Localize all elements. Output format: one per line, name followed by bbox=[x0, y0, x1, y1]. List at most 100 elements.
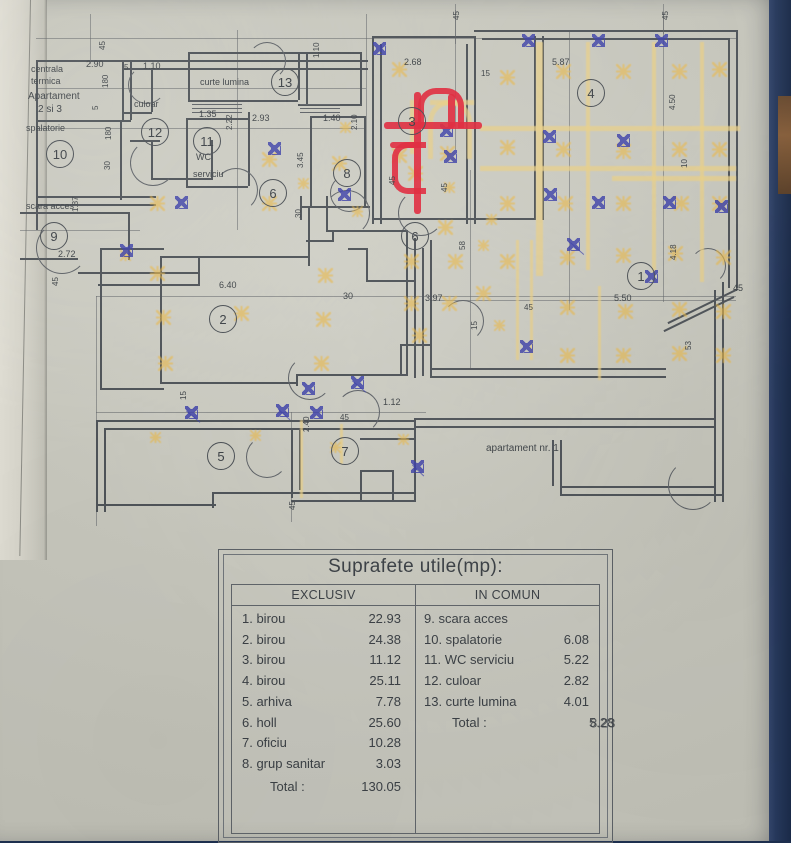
table-row: 4. birou 25.11 bbox=[232, 671, 415, 692]
dimension-line bbox=[455, 10, 456, 150]
room-bubble-8: 8 bbox=[333, 159, 361, 187]
row-name: 3. birou bbox=[242, 652, 286, 668]
dim-140: 1.40 bbox=[323, 113, 341, 123]
dim-210: 2.10 bbox=[350, 114, 359, 130]
room-number: 11 bbox=[200, 133, 214, 149]
table-row: 12. culoar 2.82 bbox=[416, 671, 599, 692]
table-row: 5. arhiva 7.78 bbox=[232, 692, 415, 713]
dim-345: 3.45 bbox=[296, 152, 305, 168]
dim-187: 1.87 bbox=[71, 196, 80, 212]
room-number: 7 bbox=[341, 443, 349, 459]
room-bubble-6a: 6 bbox=[259, 179, 287, 207]
label-scara-acces: scara acces bbox=[26, 201, 75, 211]
dim-112: 1.12 bbox=[383, 397, 401, 407]
dim-293: 2.93 bbox=[252, 113, 270, 123]
row-name: 4. birou bbox=[242, 673, 286, 689]
row-name: 12. culoar bbox=[424, 673, 482, 689]
dim-180-b: 180 bbox=[104, 126, 113, 140]
label-termica: termica bbox=[31, 76, 61, 86]
dim-45-b: 45 bbox=[340, 413, 349, 422]
table-column-in-comun: IN COMUN 9. scara acces 10. spalatorie 6… bbox=[416, 585, 615, 833]
row-name: 2. birou bbox=[242, 631, 286, 647]
dim-45-left: 45 bbox=[51, 277, 60, 286]
dim-45-top: 45 bbox=[452, 11, 461, 20]
dimension-line bbox=[430, 300, 736, 301]
row-value: 2.82 bbox=[563, 673, 589, 689]
room-number: 6 bbox=[269, 185, 277, 201]
dim-53: 53 bbox=[684, 341, 693, 350]
photo-background-object bbox=[778, 96, 791, 194]
dim-5-b: 5 bbox=[91, 105, 100, 110]
label-apartament-2si3-a: Apartament bbox=[28, 91, 80, 102]
dim-45-e: 45 bbox=[440, 183, 449, 192]
room-number: 9 bbox=[50, 228, 58, 244]
dim-45-topleft: 45 bbox=[98, 41, 107, 50]
table-row: 8. grup sanitar 3.03 bbox=[232, 754, 415, 775]
row-value: 25.11 bbox=[369, 673, 401, 689]
row-name: 6. holl bbox=[242, 714, 277, 730]
dim-110-vert: 1.10 bbox=[312, 42, 321, 58]
dimension-line bbox=[470, 170, 471, 370]
table-row: 9. scara acces bbox=[416, 609, 599, 630]
dim-397: 3.97 bbox=[425, 293, 443, 303]
label-wc: WC bbox=[196, 152, 211, 162]
dim-30-a: 30 bbox=[103, 161, 112, 170]
dim-450: 4.50 bbox=[668, 94, 677, 110]
room-bubble-5: 5 bbox=[207, 442, 235, 470]
dim-587: 5.87 bbox=[552, 57, 570, 67]
total-label: Total : bbox=[452, 714, 487, 730]
row-name: 1. birou bbox=[242, 611, 286, 626]
photo-background-right bbox=[769, 0, 791, 841]
room-number: 10 bbox=[52, 146, 68, 162]
row-name: 7. oficiu bbox=[242, 735, 287, 751]
row-name: 8. grup sanitar bbox=[242, 756, 326, 772]
dim-30-c: 30 bbox=[343, 291, 354, 301]
dimension-line bbox=[96, 412, 426, 413]
row-value: 24.38 bbox=[368, 631, 401, 647]
dim-15-c: 15 bbox=[179, 391, 188, 400]
label-culoar: culoar bbox=[134, 99, 159, 109]
dim-15-a: 15 bbox=[481, 69, 490, 78]
room-bubble-7: 7 bbox=[331, 437, 359, 465]
row-name: 10. spalatorie bbox=[424, 631, 503, 647]
dim-15-b: 15 bbox=[470, 321, 479, 330]
label-serviciu: serviciu bbox=[193, 169, 224, 179]
room-bubble-2: 2 bbox=[209, 305, 237, 333]
row-value: 11.12 bbox=[369, 652, 401, 668]
table-row: 3. birou 11.12 bbox=[232, 650, 415, 671]
room-bubble-6b: 6 bbox=[401, 222, 429, 250]
dim-10-r: 10 bbox=[680, 159, 689, 168]
row-value: 25.60 bbox=[368, 714, 401, 730]
dim-418: 4.18 bbox=[669, 244, 678, 260]
row-name: 13. curte lumina bbox=[424, 693, 517, 709]
room-bubble-3: 3 bbox=[398, 107, 426, 135]
dim-5-a: 5 bbox=[124, 63, 129, 72]
table-row: 2. birou 24.38 bbox=[232, 630, 415, 651]
table-header-in-comun: IN COMUN bbox=[416, 585, 599, 606]
table-total-row: Total : 130.05 bbox=[232, 775, 415, 798]
room-bubble-11: 11 bbox=[193, 127, 221, 155]
dimension-line bbox=[96, 296, 97, 526]
row-value: 10.28 bbox=[368, 735, 401, 751]
table-column-exclusiv: EXCLUSIV 1. birou 22.93 2. birou 24.38 3… bbox=[232, 585, 416, 833]
dimension-line bbox=[36, 38, 736, 39]
room-number: 2 bbox=[219, 311, 227, 327]
room-number: 8 bbox=[343, 165, 351, 181]
row-name: 11. WC serviciu bbox=[424, 652, 515, 668]
row-name: 5. arhiva bbox=[242, 693, 292, 709]
label-apartament-2si3-b: 2 si 3 bbox=[38, 104, 62, 115]
row-value: 6.08 bbox=[563, 631, 589, 647]
total-value: 5.28 bbox=[589, 714, 615, 730]
table-row: 1. birou 22.93 bbox=[232, 609, 415, 630]
table-total-row: Total : 5.28 8.23 0.00 bbox=[416, 713, 615, 734]
dim-45-right: 45 bbox=[733, 283, 744, 293]
table-row: 7. oficiu 10.28 bbox=[232, 733, 415, 754]
row-value: 3.03 bbox=[375, 756, 401, 772]
total-label: Total : bbox=[270, 778, 305, 794]
page-gutter-shadow bbox=[0, 0, 47, 560]
total-value-correction: 8.23 bbox=[590, 715, 616, 731]
dim-240: 2.40 bbox=[302, 416, 311, 432]
dim-180-a: 180 bbox=[101, 74, 110, 88]
room-number: 12 bbox=[147, 124, 163, 140]
